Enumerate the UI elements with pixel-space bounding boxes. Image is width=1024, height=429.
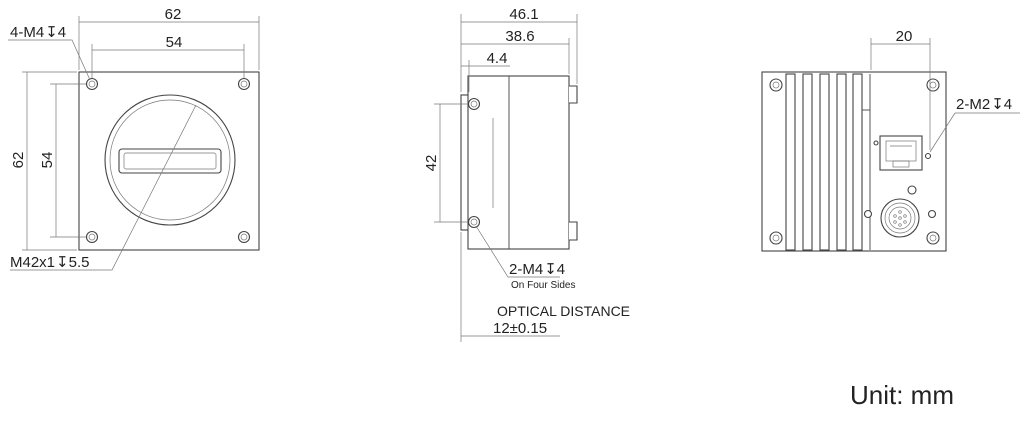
side-hole bbox=[467, 215, 481, 229]
io-connector-icon bbox=[880, 198, 920, 238]
hole-leader-line bbox=[8, 39, 91, 81]
optical-distance-value: 12±0.15 bbox=[493, 320, 547, 337]
heatsink-fins bbox=[785, 73, 863, 251]
mount-thread-callout: M42x1↧5.5 bbox=[10, 254, 89, 271]
front-height-outer: 62 bbox=[10, 152, 27, 169]
status-led-icon bbox=[907, 185, 917, 195]
ethernet-port-icon bbox=[879, 135, 923, 171]
front-corner-hole bbox=[237, 77, 251, 91]
rear-corner-hole bbox=[926, 231, 940, 245]
rear-corner-hole bbox=[769, 231, 783, 245]
side-front-step: 4.4 bbox=[487, 50, 508, 67]
front-corner-hole bbox=[237, 230, 251, 244]
side-length-body: 38.6 bbox=[505, 28, 534, 45]
unit-label: Unit: mm bbox=[850, 380, 954, 410]
front-corner-hole bbox=[85, 230, 99, 244]
front-view: 62 54 62 54 4-M4↧4 M42x1↧5.5 bbox=[8, 6, 260, 271]
sensor-window bbox=[118, 148, 222, 174]
side-hole-callout: 2-M4↧4 bbox=[509, 261, 565, 278]
side-hole-note: On Four Sides bbox=[511, 280, 575, 291]
side-length-total: 46.1 bbox=[509, 6, 538, 23]
mount-leader-line bbox=[10, 104, 197, 271]
depth-icon: ↧ bbox=[56, 254, 69, 271]
rear-view: 20 2-M2↧4 bbox=[761, 28, 1020, 252]
m2-hole bbox=[924, 152, 932, 160]
front-width-holes: 54 bbox=[166, 34, 183, 51]
front-corner-hole bbox=[85, 77, 99, 91]
rear-hole-callout: 2-M2↧4 bbox=[956, 96, 1012, 113]
rear-corner-hole bbox=[926, 78, 940, 92]
depth-icon: ↧ bbox=[991, 96, 1004, 113]
side-view: 46.1 38.6 4.4 42 2-M4↧4 On Four Sides OP… bbox=[423, 6, 630, 342]
front-hole-callout: 4-M4↧4 bbox=[10, 24, 66, 41]
front-height-holes: 54 bbox=[39, 152, 56, 169]
front-width-outer: 62 bbox=[165, 6, 182, 23]
optical-distance-label: OPTICAL DISTANCE bbox=[497, 303, 630, 319]
depth-icon: ↧ bbox=[544, 261, 557, 278]
side-rear-step bbox=[569, 85, 578, 104]
side-body-outline bbox=[467, 75, 570, 250]
rear-corner-hole bbox=[769, 78, 783, 92]
rear-hole-offset: 20 bbox=[896, 28, 913, 45]
depth-icon: ↧ bbox=[45, 24, 58, 41]
side-hole-spacing: 42 bbox=[423, 155, 440, 172]
side-hole bbox=[467, 97, 481, 111]
lens-mount-inner bbox=[109, 99, 231, 221]
side-hole-leader bbox=[475, 225, 560, 278]
